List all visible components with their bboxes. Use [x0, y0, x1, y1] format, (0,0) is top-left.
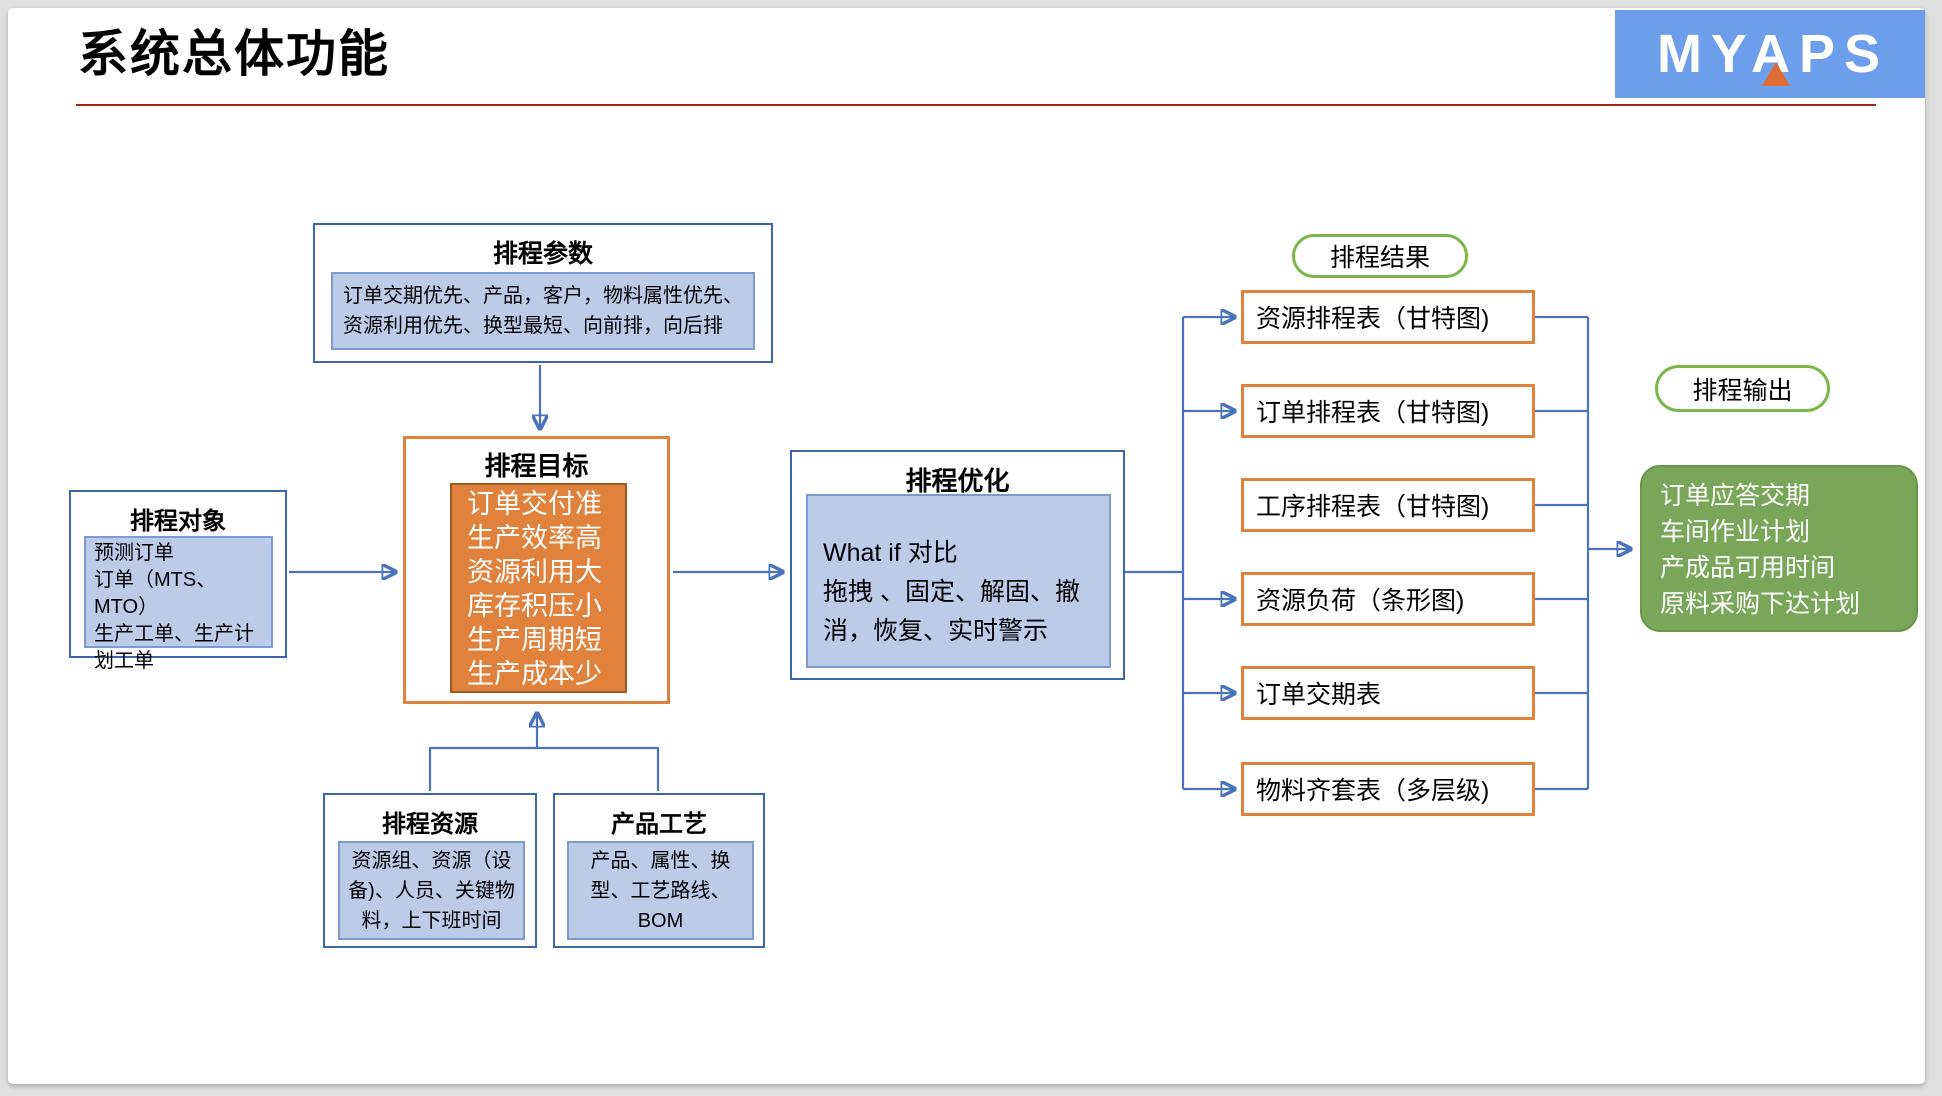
result-box-label: 资源负荷（条形图)	[1256, 587, 1465, 615]
result-box-material-kit: 物料齐套表（多层级)	[1241, 762, 1535, 816]
params-box-title: 排程参数	[492, 240, 593, 268]
logo-triangle-icon	[1762, 62, 1790, 86]
craft-box-title: 产品工艺	[611, 811, 707, 838]
objects-box-title: 排程对象	[130, 508, 226, 535]
result-box-label: 资源排程表（甘特图)	[1256, 305, 1490, 333]
result-box-resource-gantt: 资源排程表（甘特图)	[1241, 290, 1535, 344]
output-oval-label: 排程输出	[1692, 376, 1793, 405]
results-oval: 排程结果	[1292, 234, 1468, 278]
resources-box-body: 资源组、资源（设备)、人员、关键物料，上下班时间	[338, 841, 525, 940]
params-box: 排程参数 订单交期优先、产品，客户，物料属性优先、 资源利用优先、换型最短、向前…	[313, 223, 773, 363]
result-box-label: 订单交期表	[1256, 681, 1382, 709]
params-box-body: 订单交期优先、产品，客户，物料属性优先、 资源利用优先、换型最短、向前排，向后排	[331, 272, 755, 350]
result-box-resource-load: 资源负荷（条形图)	[1241, 572, 1535, 626]
result-box-order-due: 订单交期表	[1241, 666, 1535, 720]
result-box-process-gantt: 工序排程表（甘特图)	[1241, 478, 1535, 532]
craft-box: 产品工艺 产品、属性、换型、工艺路线、BOM	[553, 793, 765, 948]
results-oval-label: 排程结果	[1329, 244, 1430, 272]
output-oval: 排程输出	[1655, 365, 1830, 412]
result-box-order-gantt: 订单排程表（甘特图)	[1241, 384, 1535, 438]
result-box-label: 物料齐套表（多层级)	[1256, 777, 1490, 805]
goal-box-title: 排程目标	[484, 451, 589, 481]
optimize-box: 排程优化 What if 对比 拖拽 、固定、解固、撤消，恢复、实时警示	[790, 450, 1125, 680]
output-box: 订单应答交期 车间作业计划 产成品可用时间 原料采购下达计划	[1640, 465, 1918, 632]
title-underline	[76, 104, 1876, 106]
result-box-label: 订单排程表（甘特图)	[1256, 399, 1490, 427]
resources-box: 排程资源 资源组、资源（设备)、人员、关键物料，上下班时间	[323, 793, 537, 948]
goal-box: 排程目标 订单交付准 生产效率高 资源利用大 库存积压小 生产周期短 生产成本少	[403, 436, 670, 704]
result-box-label: 工序排程表（甘特图)	[1256, 493, 1490, 521]
myaps-logo: MYAPS	[1615, 10, 1925, 98]
resources-box-title: 排程资源	[382, 811, 478, 838]
objects-box-body: 预测订单 订单（MTS、MTO） 生产工单、生产计划工单	[84, 536, 273, 672]
page-title: 系统总体功能	[78, 26, 390, 82]
goal-box-body: 订单交付准 生产效率高 资源利用大 库存积压小 生产周期短 生产成本少	[450, 483, 627, 693]
optimize-box-body: What if 对比 拖拽 、固定、解固、撤消，恢复、实时警示	[806, 494, 1111, 668]
objects-box: 排程对象 预测订单 订单（MTS、MTO） 生产工单、生产计划工单	[69, 490, 287, 672]
optimize-box-title: 排程优化	[905, 466, 1010, 496]
craft-box-body: 产品、属性、换型、工艺路线、BOM	[567, 841, 754, 940]
